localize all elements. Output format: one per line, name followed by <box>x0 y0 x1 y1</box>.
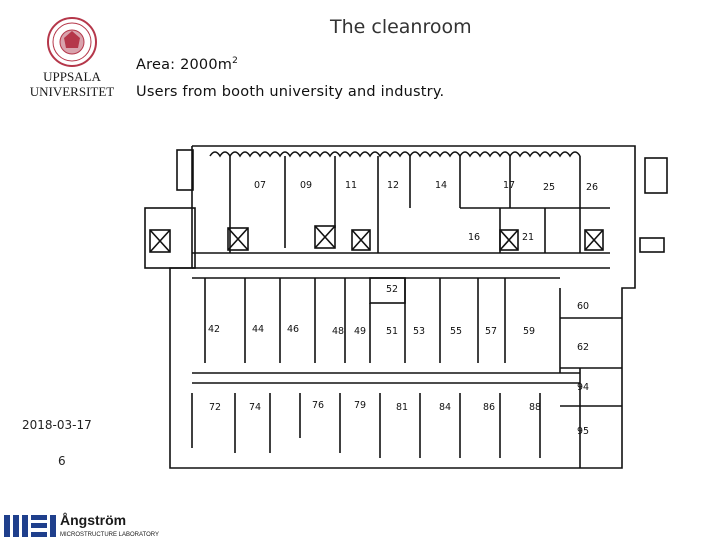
area-text: Area: 2000m2 <box>136 56 238 73</box>
room-09: 09 <box>300 180 312 191</box>
room-74: 74 <box>249 402 261 413</box>
room-46: 46 <box>287 324 299 335</box>
uppsala-logo: UPPSALA UNIVERSITET <box>18 14 128 109</box>
cleanroom-floor-plan: 07 09 11 12 14 17 25 26 16 21 52 42 44 4… <box>140 138 670 472</box>
room-72: 72 <box>209 402 221 413</box>
room-55: 55 <box>450 326 462 337</box>
room-81: 81 <box>396 402 408 413</box>
room-60: 60 <box>577 301 589 312</box>
room-62: 62 <box>577 342 589 353</box>
room-52: 52 <box>386 284 398 295</box>
room-12: 12 <box>387 180 399 191</box>
logo-line2: UNIVERSITET <box>30 84 115 99</box>
room-17: 17 <box>503 180 515 191</box>
room-07: 07 <box>254 180 266 191</box>
area-superscript: 2 <box>232 56 239 66</box>
room-25: 25 <box>543 182 555 193</box>
room-16: 16 <box>468 232 480 243</box>
logo-name: Ångström <box>60 512 126 528</box>
logo-line1: UPPSALA <box>43 69 101 84</box>
room-14: 14 <box>435 180 447 191</box>
room-44: 44 <box>252 324 264 335</box>
room-76: 76 <box>312 400 324 411</box>
room-11: 11 <box>345 180 357 191</box>
room-48: 48 <box>332 326 344 337</box>
room-59: 59 <box>523 326 535 337</box>
floor-plan-drawing: 07 09 11 12 14 17 25 26 16 21 52 42 44 4… <box>144 145 668 469</box>
room-53: 53 <box>413 326 425 337</box>
uppsala-seal-icon: UPPSALA UNIVERSITET <box>30 17 115 99</box>
room-49: 49 <box>354 326 366 337</box>
users-text: Users from booth university and industry… <box>136 84 445 100</box>
room-88: 88 <box>529 402 541 413</box>
logo-subtitle: MICROSTRUCTURE LABORATORY <box>60 532 159 538</box>
room-84: 84 <box>439 402 451 413</box>
slide-date: 2018-03-17 <box>22 418 92 432</box>
room-94: 94 <box>577 382 589 393</box>
room-95: 95 <box>577 426 589 437</box>
area-value: Area: 2000m <box>136 56 233 73</box>
page-number: 6 <box>58 454 66 468</box>
room-86: 86 <box>483 402 495 413</box>
room-57: 57 <box>485 326 497 337</box>
room-42: 42 <box>208 324 220 335</box>
room-26: 26 <box>586 182 598 193</box>
msl-logo-icon: Ångström MICROSTRUCTURE LABORATORY <box>4 512 159 538</box>
room-21: 21 <box>522 232 534 243</box>
slide-title: The cleanroom <box>330 16 472 38</box>
room-79: 79 <box>354 400 366 411</box>
angstrom-logo: Ångström MICROSTRUCTURE LABORATORY <box>2 505 162 541</box>
room-51: 51 <box>386 326 398 337</box>
